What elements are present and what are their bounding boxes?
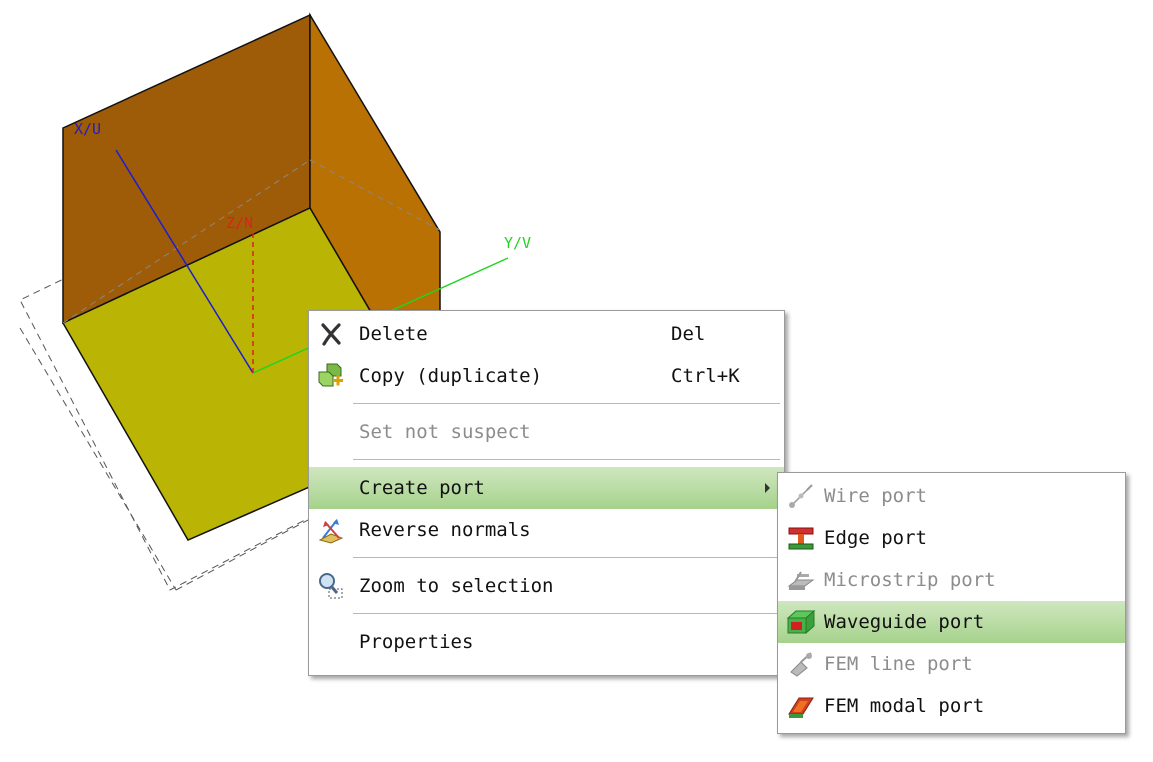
menu-item-reverse-normals[interactable]: Reverse normals bbox=[309, 509, 784, 551]
menu-item-label: Properties bbox=[359, 631, 474, 653]
waveguide-port-icon bbox=[784, 601, 818, 643]
x-axis-label: X/U bbox=[74, 120, 101, 138]
create-port-submenu: Wire port Edge port Microstrip port bbox=[777, 472, 1126, 734]
context-menu: Delete Del Copy (duplicate) Ctrl+K Set n… bbox=[308, 310, 785, 676]
submenu-item-microstrip-port[interactable]: Microstrip port bbox=[778, 559, 1125, 601]
copy-duplicate-icon bbox=[313, 355, 349, 397]
submenu-item-waveguide-port[interactable]: Waveguide port bbox=[778, 601, 1125, 643]
menu-item-label: Zoom to selection bbox=[359, 575, 554, 597]
menu-item-label: Copy (duplicate) bbox=[359, 365, 543, 387]
menu-item-shortcut: Del bbox=[671, 323, 706, 345]
fem-line-port-icon bbox=[784, 643, 818, 685]
microstrip-port-icon bbox=[784, 559, 818, 601]
menu-separator bbox=[353, 403, 780, 404]
menu-item-create-port[interactable]: Create port bbox=[309, 467, 784, 509]
menu-item-zoom-to-selection[interactable]: Zoom to selection bbox=[309, 565, 784, 607]
submenu-item-label: FEM line port bbox=[824, 653, 973, 675]
edge-port-icon bbox=[784, 517, 818, 559]
menu-item-copy-duplicate[interactable]: Copy (duplicate) Ctrl+K bbox=[309, 355, 784, 397]
menu-item-shortcut: Ctrl+K bbox=[671, 365, 740, 387]
reverse-normals-icon bbox=[313, 509, 349, 551]
submenu-item-edge-port[interactable]: Edge port bbox=[778, 517, 1125, 559]
z-axis-label: Z/N bbox=[226, 214, 253, 232]
zoom-selection-icon bbox=[313, 565, 349, 607]
wire-port-icon bbox=[784, 475, 818, 517]
submenu-item-label: Microstrip port bbox=[824, 569, 996, 591]
menu-item-properties[interactable]: Properties bbox=[309, 621, 784, 663]
submenu-item-label: Waveguide port bbox=[824, 611, 985, 633]
x-axis-line bbox=[115, 149, 254, 374]
fem-modal-port-icon bbox=[784, 685, 818, 727]
submenu-item-label: FEM modal port bbox=[824, 695, 985, 717]
submenu-item-label: Edge port bbox=[824, 527, 927, 549]
submenu-item-fem-modal-port[interactable]: FEM modal port bbox=[778, 685, 1125, 727]
submenu-arrow-icon bbox=[765, 483, 770, 493]
y-axis-label: Y/V bbox=[504, 234, 531, 252]
menu-separator bbox=[353, 613, 780, 614]
submenu-item-wire-port[interactable]: Wire port bbox=[778, 475, 1125, 517]
menu-item-delete[interactable]: Delete Del bbox=[309, 313, 784, 355]
menu-item-label: Set not suspect bbox=[359, 421, 531, 443]
hidden-edges bbox=[62, 159, 441, 324]
menu-separator bbox=[353, 459, 780, 460]
menu-item-label: Delete bbox=[359, 323, 428, 345]
submenu-item-fem-line-port[interactable]: FEM line port bbox=[778, 643, 1125, 685]
submenu-item-label: Wire port bbox=[824, 485, 927, 507]
delete-x-icon bbox=[313, 313, 349, 355]
menu-item-label: Create port bbox=[359, 477, 485, 499]
menu-separator bbox=[353, 557, 780, 558]
menu-item-set-not-suspect[interactable]: Set not suspect bbox=[309, 411, 784, 453]
menu-item-label: Reverse normals bbox=[359, 519, 531, 541]
